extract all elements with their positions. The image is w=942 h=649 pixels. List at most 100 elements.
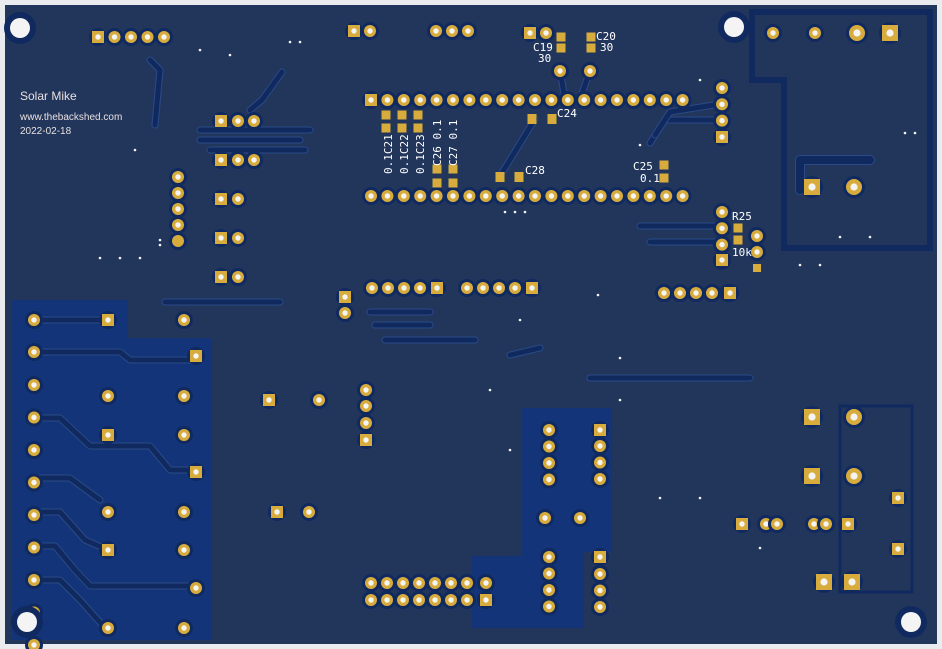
label-c23: 0.1C23 (414, 134, 427, 174)
smd-pad (397, 110, 407, 120)
drill-hole (754, 233, 760, 239)
drill-hole (820, 578, 828, 586)
drill-hole (811, 521, 817, 527)
drill-hole (727, 290, 733, 296)
drill-hole (693, 290, 699, 296)
drill-hole (512, 285, 518, 291)
via (758, 546, 762, 550)
label-c22: 0.1C22 (398, 134, 411, 174)
drill-hole (597, 443, 603, 449)
drill-hole (363, 387, 369, 393)
label-c25-value: 0.1 (640, 172, 660, 185)
via (298, 40, 302, 44)
branding: Solar Mike www.thebackshed.com 2022-02-1… (19, 89, 122, 137)
smd-pad (413, 110, 423, 120)
drill-hole (546, 603, 552, 610)
drill-hole (546, 427, 552, 433)
drill-hole (466, 193, 473, 199)
drill-hole (763, 521, 769, 527)
drill-hole (774, 521, 780, 527)
mounting-hole (17, 612, 37, 632)
drill-hole (105, 509, 111, 515)
drill-hole (581, 97, 587, 103)
drill-hole (175, 206, 181, 212)
smd-pad (527, 114, 537, 124)
smd-pad (448, 178, 458, 188)
via (288, 40, 292, 44)
via (98, 256, 102, 260)
label-c20-value: 30 (600, 41, 613, 54)
smd-pad (174, 237, 182, 245)
label-c28-ref: C28 (525, 164, 545, 177)
drill-hole (105, 432, 111, 438)
drill-hole (235, 118, 241, 124)
drill-hole (368, 97, 374, 103)
drill-hole (630, 193, 637, 199)
drill-hole (709, 290, 715, 296)
drill-hole (886, 29, 894, 37)
mounting-hole (901, 612, 921, 632)
drill-hole (31, 317, 37, 323)
drill-hole (31, 382, 37, 388)
drill-hole (515, 97, 522, 103)
drill-hole (483, 193, 489, 199)
drill-hole (31, 414, 37, 421)
label-c26: C26 0.1 (431, 120, 444, 166)
drill-hole (853, 29, 861, 37)
trace (31, 577, 108, 631)
drill-hole (416, 580, 422, 586)
drill-hole (532, 193, 538, 199)
via (868, 235, 872, 239)
drill-hole (218, 196, 224, 202)
drill-hole (483, 580, 489, 586)
drill-hole (739, 521, 745, 527)
via (198, 48, 202, 52)
drill-hole (31, 642, 37, 648)
drill-hole (218, 235, 224, 241)
drill-hole (384, 193, 391, 199)
via (818, 263, 822, 267)
drill-hole (369, 285, 375, 291)
drill-hole (384, 580, 390, 586)
drill-hole (719, 101, 725, 108)
brand-title: Solar Mike (20, 89, 77, 103)
trace (31, 509, 111, 553)
smd-pad (432, 178, 442, 188)
drill-hole (175, 222, 181, 228)
drill-hole (546, 443, 552, 450)
drill-hole (546, 587, 552, 593)
label-c24-ref: C24 (557, 107, 577, 120)
smd-pad (495, 172, 505, 182)
smd-pad (659, 160, 669, 170)
trace (796, 156, 874, 194)
drill-hole (448, 597, 454, 603)
drill-hole (175, 174, 181, 180)
via (523, 210, 527, 214)
drill-hole (848, 578, 856, 586)
drill-hole (401, 285, 407, 291)
drill-hole (597, 193, 604, 199)
via (133, 148, 137, 152)
drill-hole (515, 193, 522, 199)
drill-hole (193, 353, 199, 359)
via (698, 496, 702, 500)
drill-hole (850, 472, 858, 480)
drill-hole (845, 521, 851, 527)
drill-hole (597, 427, 603, 433)
drill-hole (532, 97, 538, 103)
drill-hole (181, 509, 187, 515)
drill-hole (850, 413, 858, 421)
drill-hole (661, 290, 667, 296)
smd-pad (547, 114, 557, 124)
smd-pad (432, 164, 442, 174)
drill-hole (432, 580, 438, 586)
drill-hole (181, 393, 187, 399)
via (618, 356, 622, 360)
drill-hole (597, 97, 604, 103)
label-r25-value: 10k (732, 246, 752, 259)
drill-hole (499, 97, 505, 103)
label-c27: C27 0.1 (447, 120, 460, 166)
drill-hole (895, 495, 901, 501)
drill-hole (630, 97, 637, 103)
